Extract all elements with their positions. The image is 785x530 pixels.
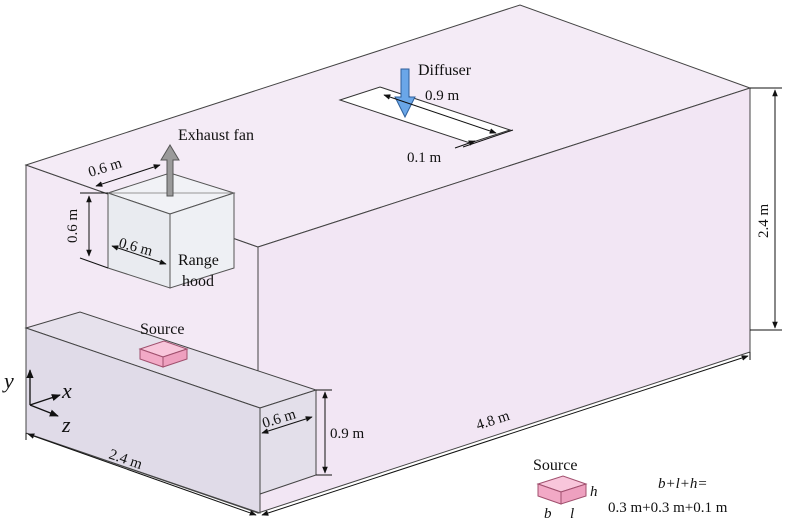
- source-legend-label: Source: [533, 457, 577, 474]
- y-axis-label: y: [2, 368, 14, 393]
- diffuser-width-label: 0.1 m: [407, 150, 442, 166]
- x-axis-arrow: [29, 394, 61, 406]
- room-length-dim: [261, 355, 749, 516]
- source-label: Source: [140, 321, 184, 338]
- legend-formula-line2: 0.3 m+0.3 m+0.1 m: [608, 500, 728, 516]
- legend-h-label: h: [590, 484, 598, 500]
- range-hood-label-line1: Range: [178, 252, 219, 269]
- counter-height-label: 0.9 m: [330, 426, 365, 442]
- room-width-dim: [27, 433, 257, 516]
- legend-formula-line1: b+l+h=: [658, 476, 708, 492]
- diffuser-length-label: 0.9 m: [425, 88, 460, 104]
- source-side: [162, 348, 188, 368]
- z-axis-arrow: [29, 404, 59, 417]
- z-axis-label: z: [61, 412, 71, 437]
- hood-depth-dim: [111, 245, 167, 265]
- hood-width-dim: [95, 164, 161, 187]
- diffuser-label: Diffuser: [418, 62, 472, 79]
- legend-b-label: b: [544, 506, 552, 522]
- x-axis-label: x: [61, 378, 72, 403]
- diffuser-length-dim: [383, 94, 497, 134]
- hood-height-ext-bottom: [79, 257, 109, 269]
- source-legend: Source b l h b+l+h= 0.3 m+0.3 m+0.1 m: [533, 457, 728, 522]
- legend-source-side: [560, 483, 587, 505]
- hood-right-face: [169, 192, 235, 289]
- coordinate-axes: y x z: [2, 368, 72, 437]
- hood-height-label: 0.6 m: [65, 209, 81, 244]
- exhaust-fan-label: Exhaust fan: [178, 127, 254, 144]
- legend-l-label: l: [570, 506, 574, 522]
- diffuser-width-dim: [454, 140, 476, 149]
- range-hood-label-line2: hood: [182, 273, 214, 290]
- exhaust-fan-arrow-icon: [160, 144, 180, 197]
- room-height-label: 2.4 m: [756, 204, 772, 239]
- diffuser: Diffuser 0.9 m 0.1 m: [338, 62, 514, 166]
